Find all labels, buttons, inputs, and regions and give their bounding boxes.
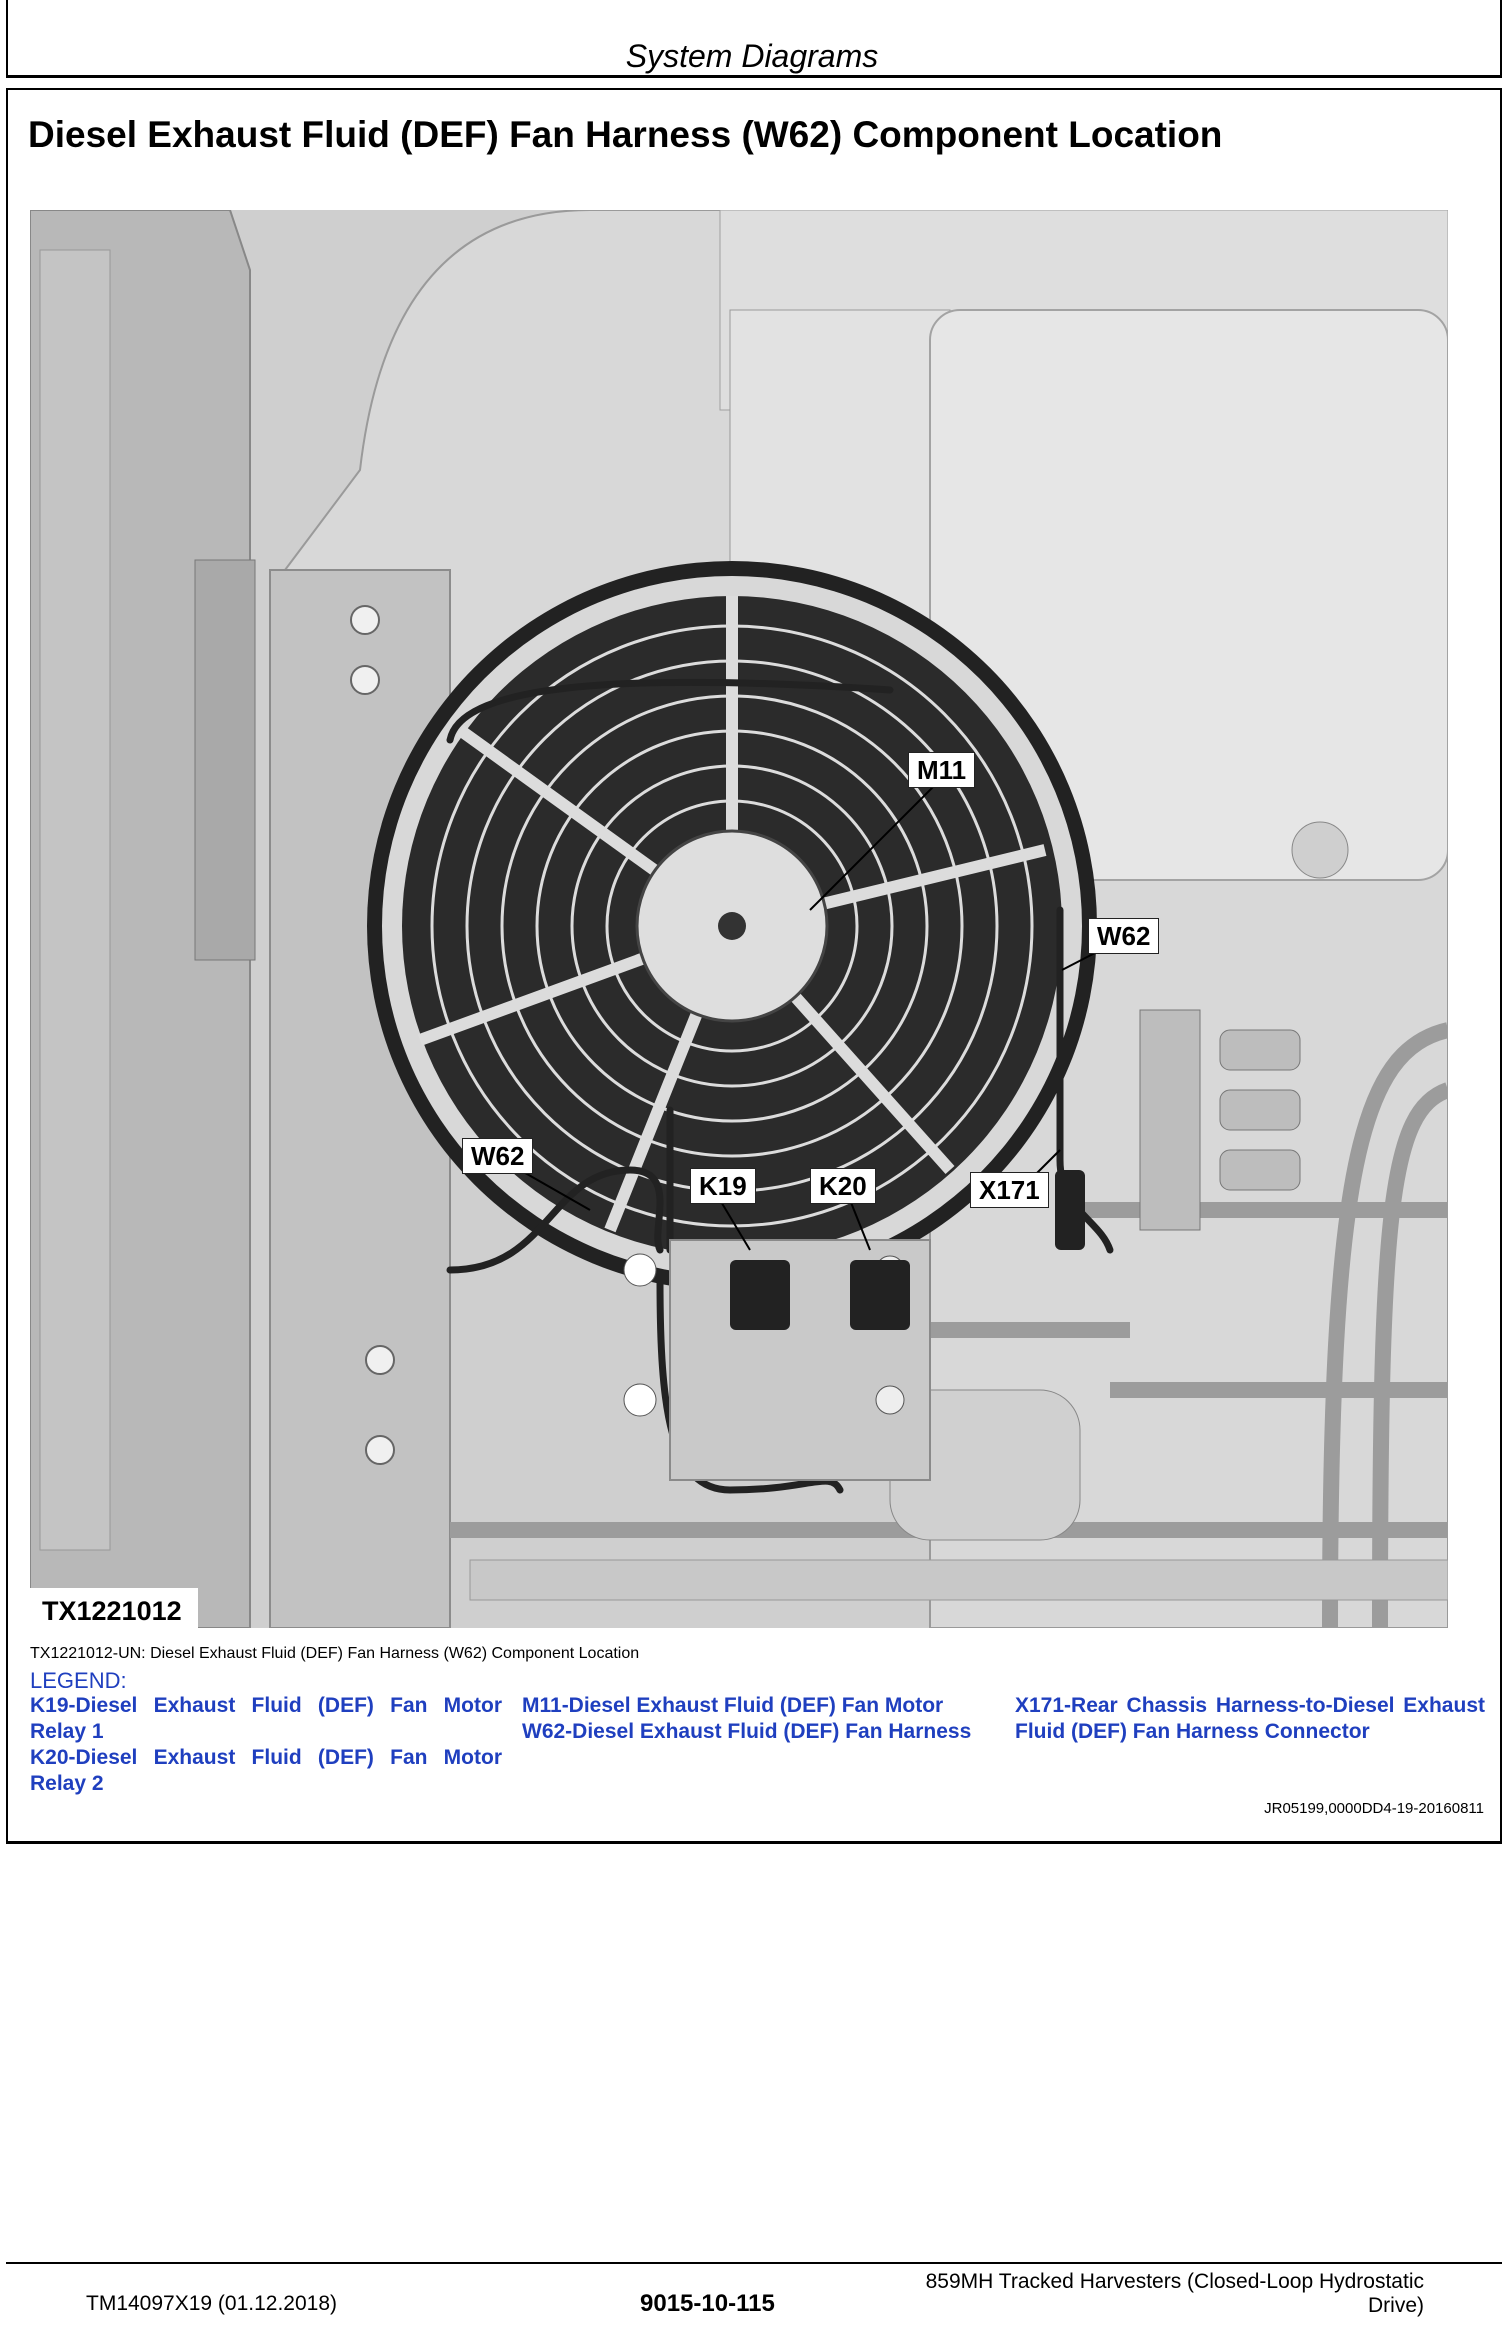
legend-column-3: X171-Rear Chassis Harness-to-Diesel Exha… (1015, 1693, 1485, 1745)
footer-product-name: 859MH Tracked Harvesters (Closed-Loop Hy… (925, 2270, 1424, 2317)
footer-page-number: 9015-10-115 (640, 2290, 775, 2317)
figure-id-label: TX1221012 (30, 1588, 198, 1635)
callout-w62-upper: W62 (1088, 918, 1160, 954)
document-reference: JR05199,0000DD4-19-20160811 (1264, 1800, 1484, 1817)
legend-item-w62: W62-Diesel Exhaust Fluid (DEF) Fan Harne… (522, 1720, 972, 1743)
footer-rule (6, 2262, 1502, 2264)
legend-item-x171: X171-Rear Chassis Harness-to-Diesel Exha… (1015, 1694, 1485, 1743)
legend-item-m11: M11-Diesel Exhaust Fluid (DEF) Fan Motor (522, 1694, 944, 1717)
machine-illustration (30, 210, 1448, 1628)
legend-column-1: K19-Diesel Exhaust Fluid (DEF) Fan Motor… (30, 1693, 502, 1797)
legend-item-k19: K19-Diesel Exhaust Fluid (DEF) Fan Motor… (30, 1694, 502, 1743)
callout-m11: M11 (908, 752, 976, 788)
figure-caption: TX1221012-UN: Diesel Exhaust Fluid (DEF)… (30, 1645, 640, 1662)
callout-w62-lower: W62 (462, 1138, 534, 1174)
footer-manual-id: TM14097X19 (01.12.2018) (86, 2292, 338, 2315)
section-title: Diesel Exhaust Fluid (DEF) Fan Harness (… (28, 114, 1223, 155)
legend-column-2: M11-Diesel Exhaust Fluid (DEF) Fan Motor… (522, 1693, 992, 1745)
callout-k20: K20 (810, 1168, 876, 1204)
section-bottom-rule (6, 1841, 1502, 1844)
callout-x171: X171 (970, 1172, 1049, 1208)
legend-heading: LEGEND: (30, 1668, 127, 1693)
legend-item-k20: K20-Diesel Exhaust Fluid (DEF) Fan Motor… (30, 1746, 502, 1795)
page-header-title: System Diagrams (625, 38, 879, 74)
section-frame (6, 88, 1502, 1841)
callout-k19: K19 (690, 1168, 756, 1204)
header-frame (6, 0, 1502, 78)
component-location-figure: M11 W62 W62 K19 K20 X171 (30, 210, 1448, 1628)
